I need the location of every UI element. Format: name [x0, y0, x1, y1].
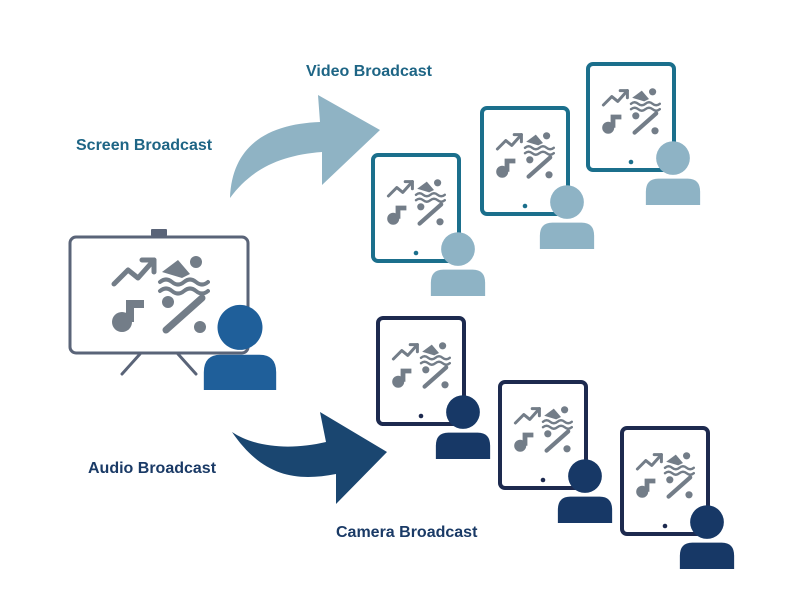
video-broadcast-label: Video Broadcast [306, 63, 432, 80]
upper-tablet-1 [371, 153, 461, 263]
camera-broadcast-label: Camera Broadcast [336, 524, 478, 541]
presenter-whiteboard [68, 229, 250, 376]
screen-broadcast-arrow [230, 95, 380, 198]
lower-tablet-3 [620, 426, 710, 536]
screen-broadcast-label: Screen Broadcast [76, 137, 213, 154]
camera-broadcast-arrow [232, 412, 387, 504]
upper-tablet-3 [586, 62, 676, 172]
upper-tablet-2 [480, 106, 570, 216]
audio-broadcast-label: Audio Broadcast [88, 460, 217, 477]
camera-icon [151, 229, 167, 236]
lower-tablet-1 [376, 316, 466, 426]
lower-tablet-2 [498, 380, 588, 490]
